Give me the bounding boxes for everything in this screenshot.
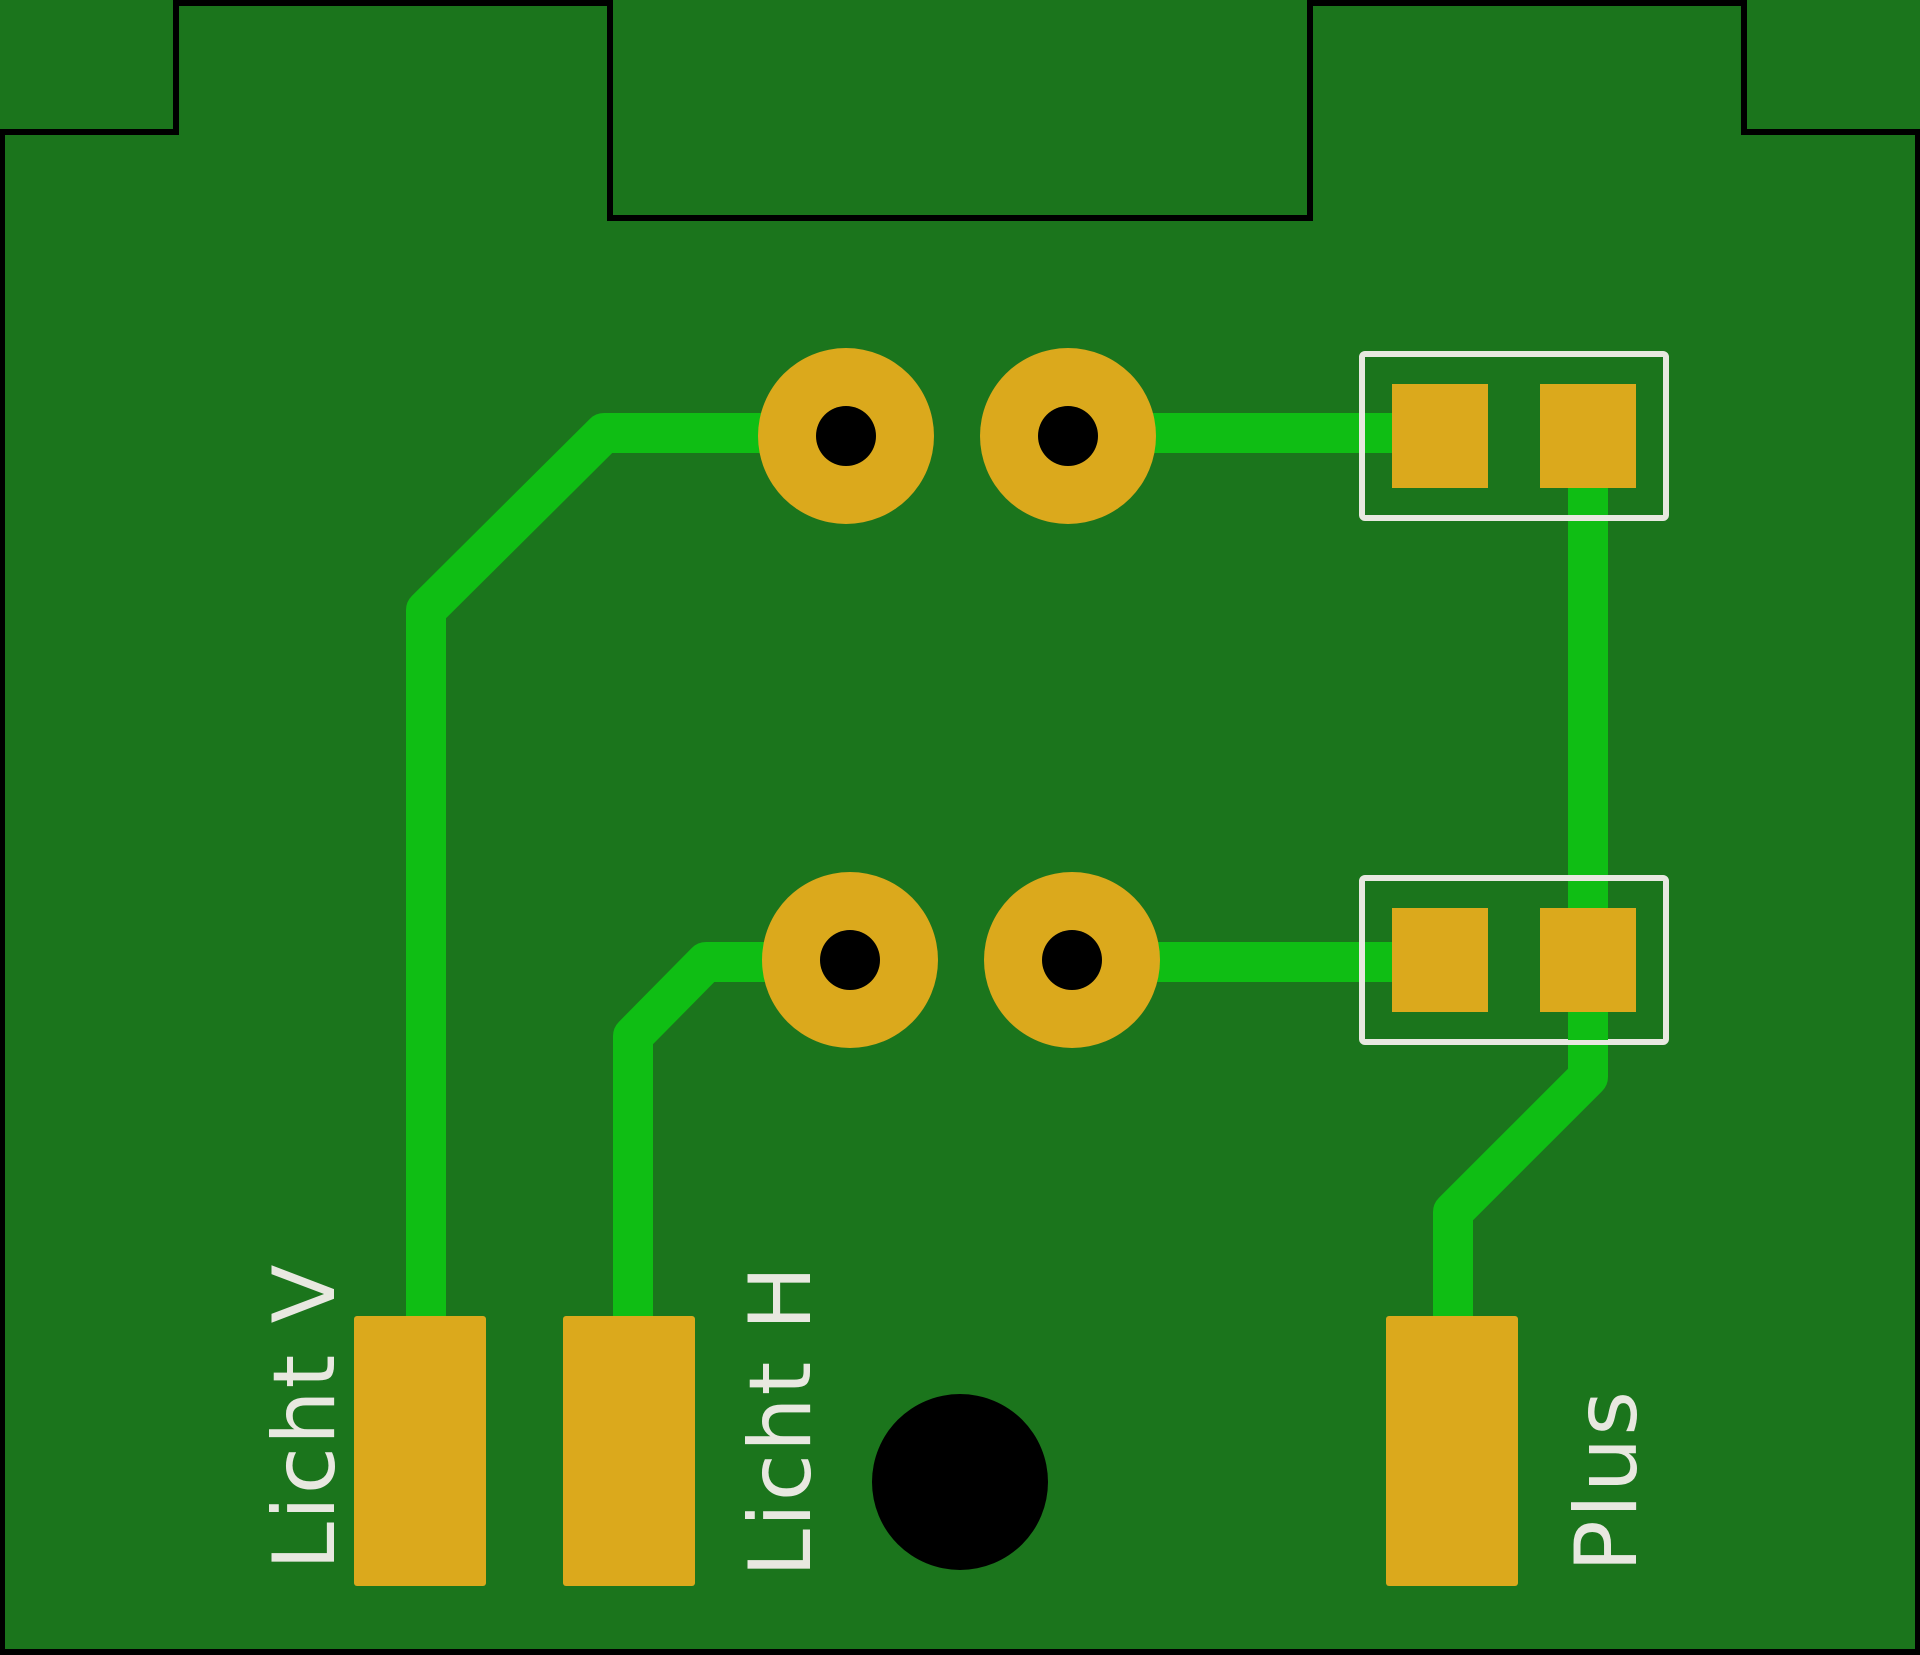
label-licht-h: Licht H (731, 1264, 831, 1577)
label-licht-v: Licht V (255, 1263, 355, 1570)
drill-hole (820, 930, 880, 990)
edge-pads (354, 1316, 1518, 1586)
trace-plus (1433, 463, 1608, 1338)
label-plus: Plus (1557, 1389, 1657, 1572)
tht-pad-bottom-left (762, 872, 938, 1048)
drill-hole (1038, 406, 1098, 466)
edge-pad-licht-v (354, 1316, 486, 1586)
tht-pad-top-right (980, 348, 1156, 524)
silkscreen-outline (1359, 875, 1669, 1045)
smd-pad (1392, 908, 1488, 1012)
smd-component-top (1359, 351, 1669, 521)
drill-hole (816, 406, 876, 466)
trace-licht-v (406, 413, 866, 1338)
smd-component-bottom (1359, 875, 1669, 1045)
through-hole-pads (758, 348, 1160, 1048)
smd-pad (1540, 384, 1636, 488)
smd-pad (1540, 908, 1636, 1012)
tht-pad-top-left (758, 348, 934, 524)
silkscreen-outline (1359, 351, 1669, 521)
tht-pad-bottom-right (984, 872, 1160, 1048)
smd-pad (1392, 384, 1488, 488)
mounting-hole (872, 1394, 1048, 1570)
edge-pad-licht-h (563, 1316, 695, 1586)
edge-pad-plus (1386, 1316, 1518, 1586)
drill-hole (1042, 930, 1102, 990)
